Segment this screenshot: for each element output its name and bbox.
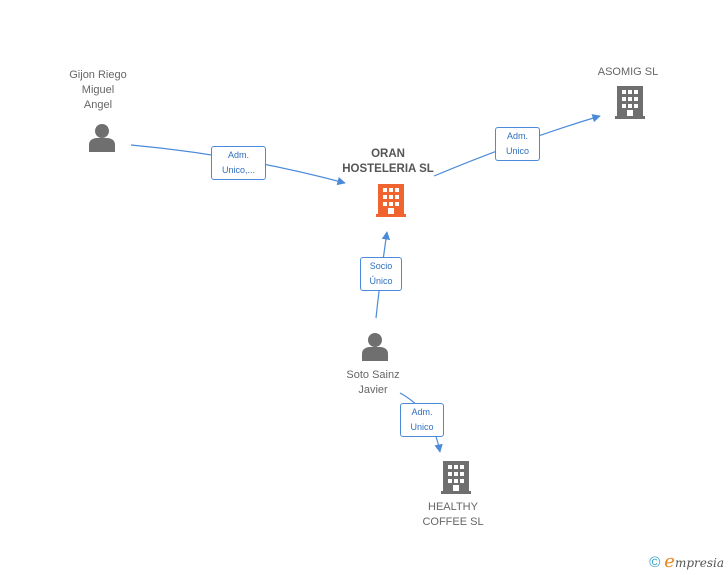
footer-brand: © e mpresia bbox=[649, 551, 724, 572]
building-icon[interactable] bbox=[615, 86, 645, 119]
node-label-oran[interactable]: ORAN HOSTELERIA SL bbox=[342, 148, 434, 175]
edge-label-soto-oran[interactable]: Socio Único bbox=[360, 257, 402, 291]
building-icon[interactable] bbox=[441, 461, 471, 494]
building-icon[interactable] bbox=[376, 184, 406, 217]
edge-label-oran-asomig[interactable]: Adm. Unico bbox=[495, 127, 540, 161]
brand-initial: e bbox=[664, 551, 675, 572]
copyright-icon: © bbox=[649, 554, 661, 571]
node-label-healthy[interactable]: HEALTHY COFFEE SL bbox=[422, 501, 484, 528]
node-label-gijon[interactable]: Gijon Riego Miguel Angel bbox=[69, 69, 127, 111]
person-icon[interactable] bbox=[89, 124, 115, 152]
brand-name: mpresia bbox=[674, 556, 724, 570]
node-label-asomig[interactable]: ASOMIG SL bbox=[597, 66, 659, 78]
person-icon[interactable] bbox=[362, 333, 388, 361]
empresia-logo[interactable]: e mpresia bbox=[664, 551, 724, 572]
edge-label-soto-healthy[interactable]: Adm. Unico bbox=[400, 403, 444, 437]
edge-label-gijon-oran[interactable]: Adm. Unico,... bbox=[211, 146, 266, 180]
node-label-soto[interactable]: Soto Sainz Javier bbox=[346, 369, 400, 396]
